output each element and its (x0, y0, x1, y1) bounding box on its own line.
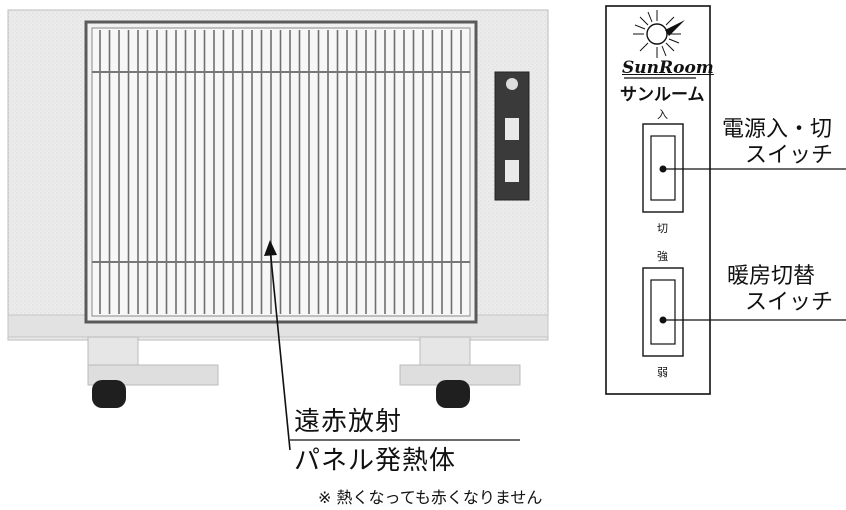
left-foot-base (87, 364, 219, 386)
heat-switch-rocker-icon (650, 279, 676, 345)
panel-note: ※ 熱くなっても赤くなりません (318, 488, 543, 507)
brand-ja: サンルーム (620, 85, 705, 105)
power-on-label: 入 (657, 108, 668, 121)
right-wheel (436, 380, 470, 408)
panel-label-line2: パネル発熱体 (294, 446, 457, 476)
heat-switch-label-line2: スイッチ (745, 290, 834, 315)
power-switch-label-line2: スイッチ (745, 143, 834, 168)
power-off-label: 切 (657, 222, 668, 235)
heater-strip-switch-1 (505, 118, 519, 140)
panel-label-line1: 遠赤放射 (294, 407, 403, 437)
panel-pointer-line (269, 247, 291, 451)
heater-strip-logo (506, 78, 518, 90)
grille-bars (99, 30, 462, 314)
heat-switch-label-line1: 暖房切替 (727, 264, 816, 289)
brand-en: SunRoom (622, 58, 714, 78)
heat-weak-label: 弱 (657, 366, 668, 379)
heat-strong-label: 強 (657, 250, 668, 263)
power-switch-label-line1: 電源入・切 (722, 117, 833, 142)
panel-pointer-arrowhead (264, 240, 277, 256)
heater-strip-switch-2 (505, 160, 519, 182)
sun-logo-icon (633, 10, 685, 58)
left-wheel (92, 380, 126, 408)
